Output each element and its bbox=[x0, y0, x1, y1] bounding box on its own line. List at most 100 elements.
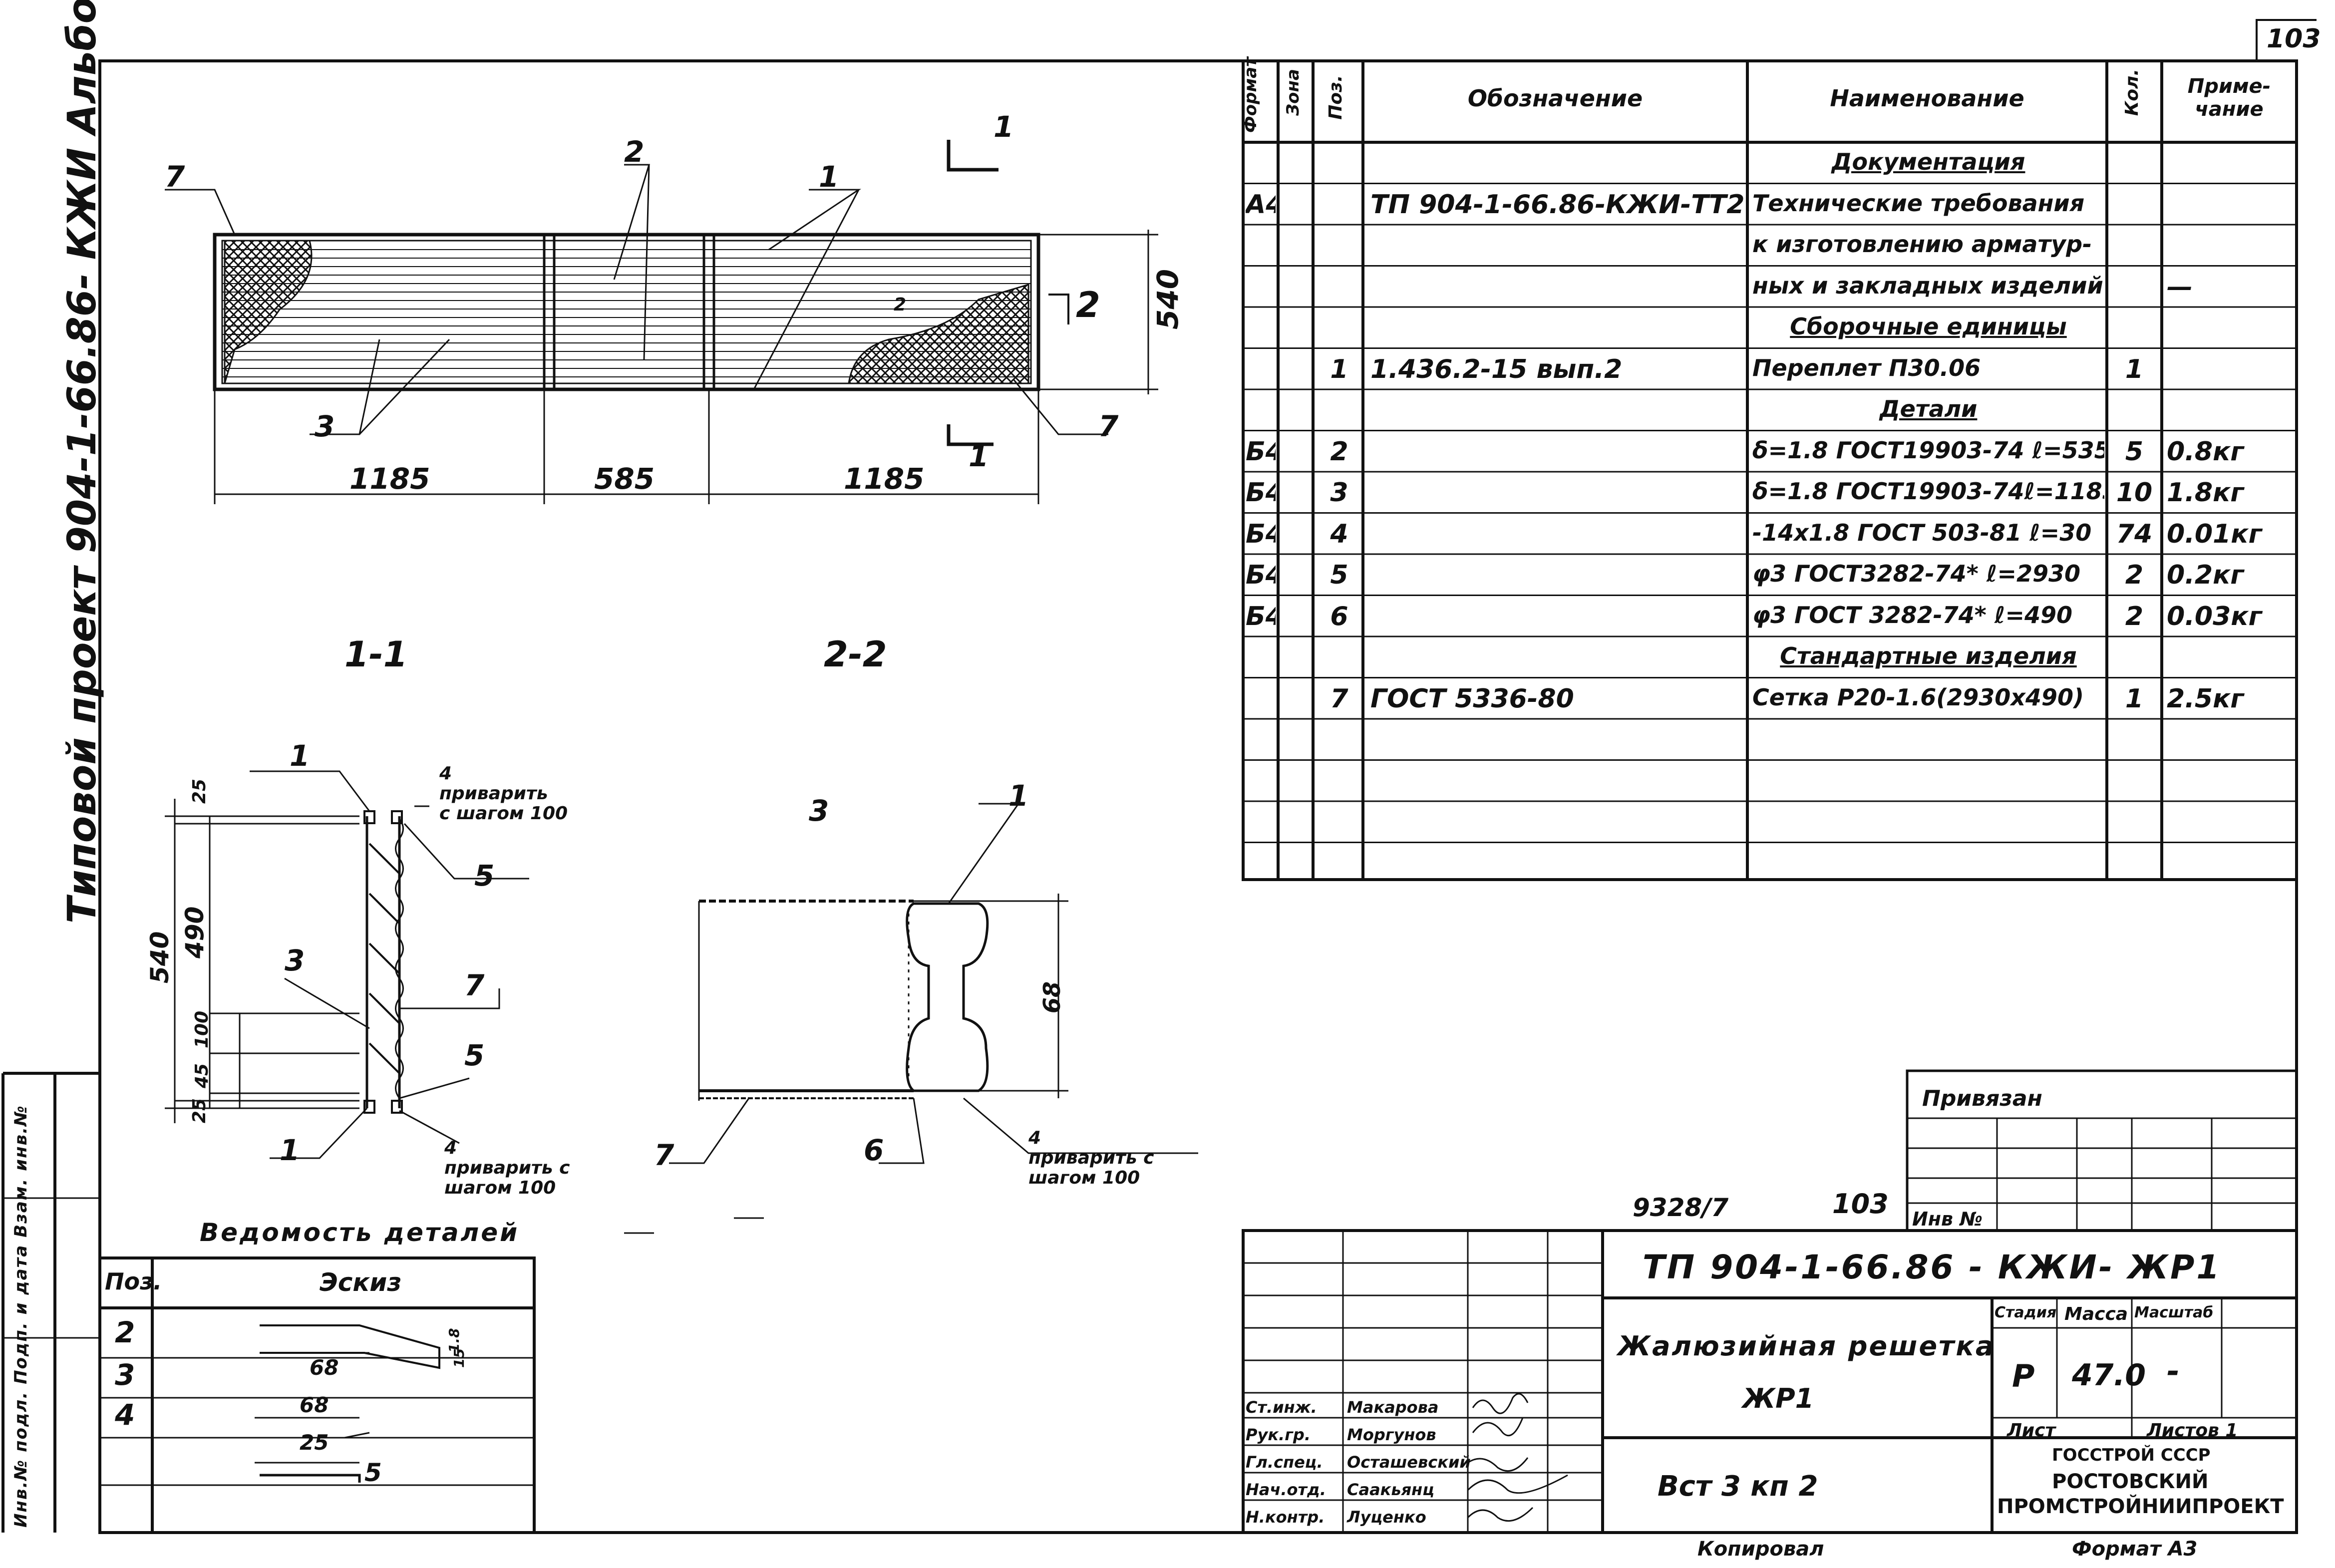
detail3-dim-68: 68 bbox=[300, 1393, 329, 1417]
spec-header-designation: Обозначение bbox=[1467, 85, 1643, 112]
weld-note-top: 4 приварить с шагом 100 bbox=[439, 763, 568, 824]
sec1-label-1-bottom: 1 bbox=[280, 1133, 300, 1167]
spec-header-note: Приме-чание bbox=[2187, 75, 2271, 121]
spec-header-zone: Зона bbox=[1283, 69, 1303, 116]
details-pos-3: 3 bbox=[115, 1358, 135, 1392]
spec-cell-note: — bbox=[2167, 272, 2193, 302]
spec-cell-qty: 74 bbox=[2116, 519, 2153, 549]
plan-dim-3: 1185 bbox=[844, 462, 925, 496]
role-label: Гл.спец. bbox=[1246, 1453, 1323, 1472]
spec-cell-note: 1.8кг bbox=[2167, 478, 2244, 508]
plan-dim-1: 1185 bbox=[349, 462, 430, 496]
spec-cell-note: 0.01кг bbox=[2167, 519, 2262, 549]
spec-cell-pos: 1 bbox=[1330, 354, 1348, 384]
stage-header: Стадия bbox=[1995, 1304, 2057, 1321]
spec-header-qty: Кол. bbox=[2122, 68, 2142, 116]
sec2-dim-68: 68 bbox=[1038, 981, 1065, 1013]
org-line-3: ПРОМСТРОЙНИИПРОЕКТ bbox=[1997, 1495, 2284, 1518]
dim-490: 490 bbox=[180, 906, 209, 958]
copied-by: Копировал bbox=[1697, 1538, 1824, 1561]
spec-cell-designation: 1.436.2-15 вып.2 bbox=[1370, 354, 1623, 384]
sec1-label-5-top: 5 bbox=[474, 859, 495, 893]
spec-cell-note: 0.03кг bbox=[2167, 601, 2262, 631]
role-name: Осташевский bbox=[1347, 1453, 1471, 1472]
dim-25-bottom: 25 bbox=[189, 1098, 210, 1123]
side-stamp: Инв.№ подл. Подп. и дата Взам. инв.№ bbox=[11, 1105, 31, 1528]
spec-cell-pos: 7 bbox=[1330, 683, 1348, 714]
section-mark-1-bottom: 1 bbox=[969, 439, 989, 473]
spec-cell-note: 0.2кг bbox=[2167, 560, 2244, 590]
sec1-label-1-top: 1 bbox=[290, 739, 310, 773]
spec-cell-name: Документация bbox=[1831, 148, 2025, 175]
role-label: Н.контр. bbox=[1246, 1508, 1325, 1527]
spec-cell-qty: 2 bbox=[2125, 601, 2144, 631]
dim-25-top: 25 bbox=[189, 778, 210, 804]
spec-cell-name: ных и закладных изделий bbox=[1752, 272, 2103, 299]
inv-no-label: Инв № bbox=[1912, 1208, 1983, 1230]
details-title: Ведомость деталей bbox=[200, 1218, 520, 1247]
spec-cell-note: 2.5кг bbox=[2167, 683, 2244, 714]
spec-cell-name: φ3 ГОСТ3282-74* ℓ=2930 bbox=[1752, 560, 2081, 587]
plan-dim-height: 540 bbox=[1151, 269, 1185, 329]
details-pos-4: 4 bbox=[115, 1398, 135, 1432]
sec2-label-6: 6 bbox=[864, 1133, 884, 1167]
spec-cell-format: Б4 bbox=[1246, 601, 1276, 631]
spec-cell-designation: ГОСТ 5336-80 bbox=[1370, 683, 1574, 714]
plan-label-1: 1 bbox=[819, 160, 839, 194]
section-mark-1-top: 1 bbox=[994, 110, 1014, 144]
section-mark-2-right: 2 bbox=[1076, 285, 1100, 325]
spec-cell-pos: 5 bbox=[1330, 560, 1348, 590]
project-vertical-title: Типовой проект 904-1-66.86- КЖИ Альбом 7 bbox=[60, 0, 105, 924]
spec-cell-name: δ=1.8 ГОСТ19903-74ℓ=1185 bbox=[1752, 478, 2104, 505]
spec-cell-name: к изготовлению арматур- bbox=[1752, 231, 2092, 258]
spec-header-name: Наименование bbox=[1830, 85, 2024, 112]
document-code: ТП 904-1-66.86 - КЖИ- ЖР1 bbox=[1643, 1248, 2222, 1286]
sheet-label: Лист bbox=[2007, 1420, 2056, 1441]
details-pos-2: 2 bbox=[115, 1315, 135, 1349]
spec-cell-name: φ3 ГОСТ 3282-74* ℓ=490 bbox=[1752, 601, 2073, 628]
spec-cell-name: δ=1.8 ГОСТ19903-74 ℓ=535 bbox=[1752, 436, 2104, 464]
plan-label-2: 2 bbox=[624, 135, 645, 169]
spec-cell-qty: 2 bbox=[2125, 560, 2144, 590]
dim-45: 45 bbox=[192, 1063, 212, 1088]
detail4-dim-5: 5 bbox=[364, 1458, 382, 1487]
spec-header-format: Формат bbox=[1241, 57, 1261, 133]
scale-value: - bbox=[2167, 1353, 2180, 1389]
spec-cell-pos: 4 bbox=[1330, 519, 1348, 549]
spec-cell-pos: 3 bbox=[1330, 478, 1348, 508]
role-name: Луценко bbox=[1347, 1508, 1426, 1527]
dim-540: 540 bbox=[145, 931, 174, 983]
plan-label-7-left: 7 bbox=[165, 160, 185, 194]
details-header-pos: Поз. bbox=[105, 1268, 162, 1295]
section-mark-2-small: 2 bbox=[894, 295, 907, 315]
mass-value: 47.0 bbox=[2072, 1358, 2146, 1393]
spec-cell-name: Сетка Р20-1.6(2930x490) bbox=[1752, 683, 2084, 711]
plan-label-7-right: 7 bbox=[1098, 409, 1119, 443]
sec2-label-1: 1 bbox=[1008, 779, 1029, 813]
archive-number: 9328/7 bbox=[1633, 1193, 1729, 1222]
detail2-dim-15: 15 bbox=[451, 1348, 467, 1368]
spec-cell-name: Переплет П30.06 bbox=[1752, 354, 1981, 381]
weld-note-bottom: 4 приварить с шагом 100 bbox=[444, 1138, 570, 1198]
spec-cell-note: 0.8кг bbox=[2167, 436, 2244, 467]
plan-label-3: 3 bbox=[315, 409, 335, 443]
product-code: ЖР1 bbox=[1742, 1383, 1814, 1414]
dim-100: 100 bbox=[192, 1010, 212, 1048]
mass-header: Масса bbox=[2064, 1304, 2128, 1324]
details-header-sketch: Эскиз bbox=[320, 1268, 402, 1297]
spec-cell-format: Б4 bbox=[1246, 519, 1276, 549]
plan-dim-2: 585 bbox=[594, 462, 655, 496]
spec-cell-format: Б4 bbox=[1246, 560, 1276, 590]
spec-cell-format: Б4 bbox=[1246, 478, 1276, 508]
stage-value: Р bbox=[2012, 1358, 2035, 1394]
detail4-dim-25: 25 bbox=[300, 1430, 329, 1455]
role-label: Ст.инж. bbox=[1246, 1398, 1317, 1417]
spec-cell-format: Б4 bbox=[1246, 436, 1276, 467]
spec-cell-pos: 6 bbox=[1330, 601, 1348, 631]
weld-note-right: 4 приварить с шагом 100 bbox=[1028, 1128, 1154, 1188]
scale-header: Масштаб bbox=[2134, 1304, 2214, 1321]
spec-cell-name: Сборочные единицы bbox=[1790, 313, 2067, 340]
product-name: Жалюзийная решетка bbox=[1618, 1330, 1996, 1362]
sec2-label-7: 7 bbox=[654, 1138, 674, 1172]
